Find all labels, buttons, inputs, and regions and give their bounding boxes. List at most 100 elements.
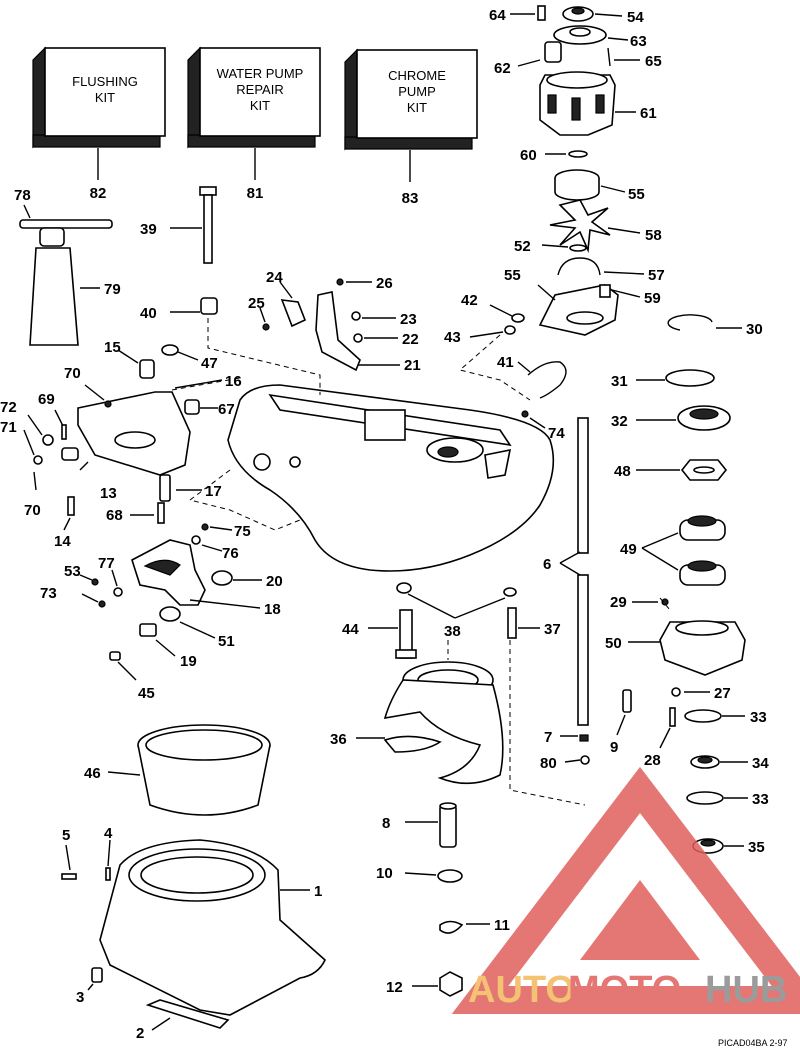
kit-label-line2: REPAIR xyxy=(236,82,283,97)
callout: 70 xyxy=(64,365,81,382)
callout: 13 xyxy=(100,485,117,502)
chrome-pump-kit-box: CHROME PUMP KIT 83 xyxy=(344,48,478,207)
callout-82: 82 xyxy=(90,185,107,202)
callout: 1 xyxy=(314,883,322,900)
callout: 45 xyxy=(138,685,155,702)
callout: 50 xyxy=(605,635,622,652)
callout: 72 xyxy=(0,399,17,416)
callout: 80 xyxy=(540,755,557,772)
kit-label-line1: WATER PUMP xyxy=(217,66,304,81)
callout: 4 xyxy=(104,825,113,842)
jet-impeller xyxy=(356,661,504,785)
callout: 62 xyxy=(494,60,511,77)
callout: 33 xyxy=(752,791,769,808)
kit-label-line3: KIT xyxy=(407,100,427,115)
upper-bracket-parts xyxy=(259,278,400,372)
kit-label-line1: FLUSHING xyxy=(72,74,138,89)
callout: 58 xyxy=(645,227,662,244)
assembly-lines xyxy=(171,318,671,806)
callout: 33 xyxy=(750,709,767,726)
automotohub-watermark: AUTO MOTO HUB xyxy=(451,766,800,1014)
lower-bracket xyxy=(79,523,262,681)
callout: 67 xyxy=(218,401,235,418)
callout: 25 xyxy=(248,295,265,312)
callout: 31 xyxy=(611,373,628,390)
callout-83: 83 xyxy=(402,190,419,207)
flushing-kit-box: FLUSHING KIT 82 xyxy=(32,46,166,202)
callout: 46 xyxy=(84,765,101,782)
callout: 77 xyxy=(98,555,115,572)
callout: 10 xyxy=(376,865,393,882)
callout-81: 81 xyxy=(247,185,264,202)
callout: 17 xyxy=(205,483,222,500)
kit-label-line1: CHROME xyxy=(388,68,446,83)
callout: 2 xyxy=(136,1025,144,1042)
callout: 7 xyxy=(544,729,552,746)
callout: 48 xyxy=(614,463,631,480)
kit-label-line3: KIT xyxy=(250,98,270,113)
callout: 22 xyxy=(402,331,419,348)
callout: 78 xyxy=(14,187,31,204)
callout-numbers: 64 54 63 62 65 61 60 55 58 52 57 55 59 4… xyxy=(0,7,769,1042)
callout: 61 xyxy=(640,105,657,122)
callout: 63 xyxy=(630,33,647,50)
callout: 9 xyxy=(610,739,618,756)
callout: 8 xyxy=(382,815,390,832)
callout: 47 xyxy=(201,355,218,372)
callout: 55 xyxy=(504,267,521,284)
callout: 71 xyxy=(0,419,17,436)
right-seals xyxy=(628,314,748,854)
flushing-attachment xyxy=(19,204,113,346)
callout: 59 xyxy=(644,290,661,307)
washers-42-43 xyxy=(469,304,525,338)
callout: 37 xyxy=(544,621,561,638)
callout: 28 xyxy=(644,752,661,769)
callout: 30 xyxy=(746,321,763,338)
callout: 26 xyxy=(376,275,393,292)
callout: 15 xyxy=(104,339,121,356)
callout: 38 xyxy=(444,623,461,640)
intake-housing xyxy=(61,839,326,1031)
watermark-text-hub: HUB xyxy=(705,969,787,1011)
callout: 79 xyxy=(104,281,121,298)
callout: 52 xyxy=(514,238,531,255)
callout: 70 xyxy=(24,502,41,519)
callout: 53 xyxy=(64,563,81,580)
callout: 55 xyxy=(628,186,645,203)
callout: 42 xyxy=(461,292,478,309)
callout: 44 xyxy=(342,621,359,638)
callout: 5 xyxy=(62,827,70,844)
callout: 39 xyxy=(140,221,157,238)
callout: 49 xyxy=(620,541,637,558)
callout: 19 xyxy=(180,653,197,670)
impeller-mount xyxy=(368,582,540,659)
kit-label-line2: PUMP xyxy=(398,84,436,99)
callout: 14 xyxy=(54,533,71,550)
callout: 43 xyxy=(444,329,461,346)
callout: 54 xyxy=(627,9,644,26)
callout: 21 xyxy=(404,357,421,374)
small-screws xyxy=(63,474,202,531)
jet-housing xyxy=(227,361,567,572)
callout: 29 xyxy=(610,594,627,611)
callout: 12 xyxy=(386,979,403,996)
callout: 20 xyxy=(266,573,283,590)
callout: 36 xyxy=(330,731,347,748)
callout: 27 xyxy=(714,685,731,702)
callout: 73 xyxy=(40,585,57,602)
callout: 34 xyxy=(752,755,769,772)
callout: 57 xyxy=(648,267,665,284)
intake-liner xyxy=(107,724,271,816)
water-pump-repair-kit-box: WATER PUMP REPAIR KIT 81 xyxy=(187,46,321,202)
callout: 40 xyxy=(140,305,157,322)
left-bracket xyxy=(23,344,223,491)
callout: 23 xyxy=(400,311,417,328)
callout: 35 xyxy=(748,839,765,856)
callout: 69 xyxy=(38,391,55,408)
callout: 3 xyxy=(76,989,84,1006)
callout: 24 xyxy=(266,269,283,286)
callout: 16 xyxy=(225,373,242,390)
callout: 64 xyxy=(489,7,506,24)
callout: 18 xyxy=(264,601,281,618)
